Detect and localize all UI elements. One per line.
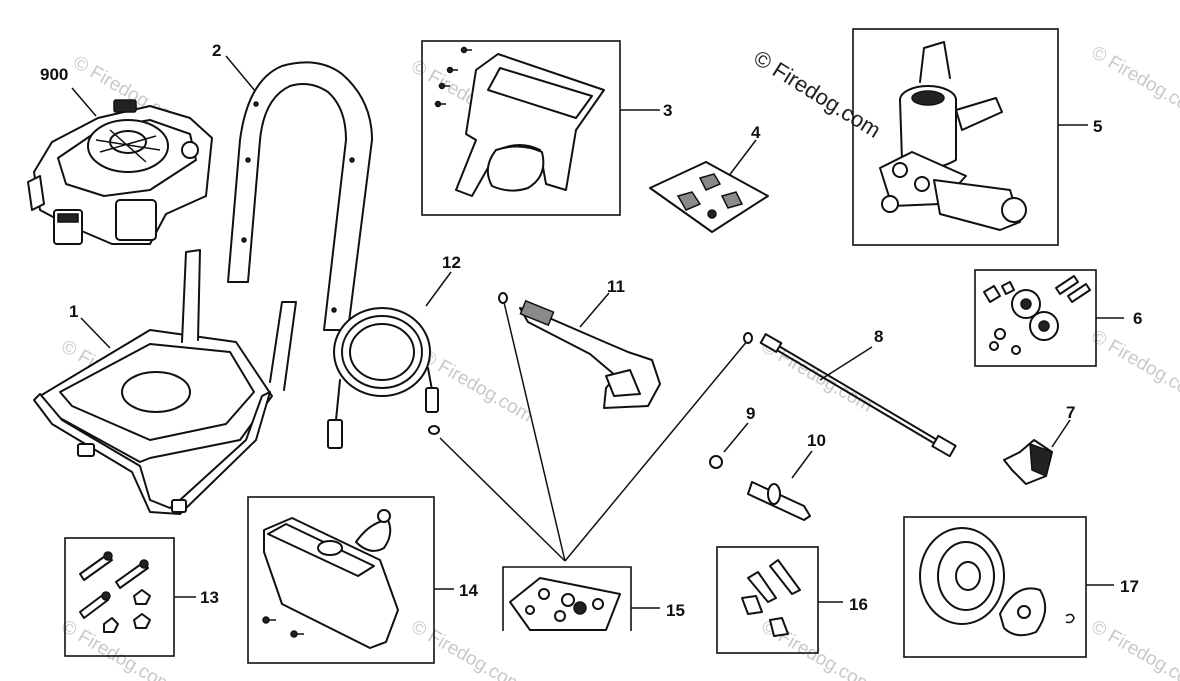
seal-kit-part-6 <box>983 275 1091 355</box>
wand-part-8 <box>743 332 957 458</box>
callout-900: 900 <box>40 65 68 84</box>
callout-9: 9 <box>746 404 755 423</box>
callout-12: 12 <box>442 253 461 272</box>
watermark-faint: © Firedog.com <box>1088 616 1180 681</box>
spray-gun-part-11 <box>498 292 661 409</box>
leader-lines <box>71 55 1124 609</box>
axle-part-10 <box>747 481 811 521</box>
tank-part-14 <box>262 509 399 649</box>
bracket-part-3 <box>434 46 605 197</box>
callout-5: 5 <box>1093 117 1102 136</box>
callout-4: 4 <box>751 123 761 142</box>
bolt-kit-part-13 <box>79 551 151 633</box>
callout-13: 13 <box>200 588 219 607</box>
o-ring-kit-part-15 <box>509 577 621 631</box>
callout-14: 14 <box>459 581 478 600</box>
callout-2: 2 <box>212 41 221 60</box>
hose-part-12 <box>327 307 440 449</box>
callout-7: 7 <box>1066 403 1075 422</box>
part-5-box <box>852 28 1059 246</box>
callout-1: 1 <box>69 302 78 321</box>
part-17-box <box>903 516 1087 658</box>
watermark-faint: © Firedog.com <box>1088 42 1180 123</box>
engine-part-900 <box>27 99 213 245</box>
part-14-box <box>247 496 435 664</box>
nozzle-part-7 <box>1003 439 1053 485</box>
frame-part-1 <box>33 249 297 515</box>
handle-part-2 <box>227 61 373 331</box>
nut-part-9 <box>709 455 723 469</box>
hardware-kit-part-16 <box>741 559 801 637</box>
part-16-box <box>716 546 819 654</box>
watermark-faint: © Firedog.com <box>1088 326 1180 407</box>
pump-part-5 <box>879 41 1027 231</box>
watermark-main: © Firedog.com <box>749 45 885 143</box>
callout-labels: 900 2 3 4 5 6 7 8 9 10 11 12 1 13 14 15 … <box>40 41 1142 620</box>
watermark-faint: © Firedog.com <box>408 616 527 681</box>
wheel-part-17 <box>919 527 1075 637</box>
callout-15: 15 <box>666 601 685 620</box>
callout-10: 10 <box>807 431 826 450</box>
part-15-box <box>502 566 632 631</box>
callout-3: 3 <box>663 101 672 120</box>
callout-8: 8 <box>874 327 883 346</box>
callout-16: 16 <box>849 595 868 614</box>
fittings-bag-part-4 <box>649 161 769 233</box>
watermark-faint: © Firedog.com <box>418 346 537 427</box>
callout-6: 6 <box>1133 309 1142 328</box>
callout-17: 17 <box>1120 577 1139 596</box>
callout-11: 11 <box>607 277 625 296</box>
part-3-box <box>421 40 621 216</box>
